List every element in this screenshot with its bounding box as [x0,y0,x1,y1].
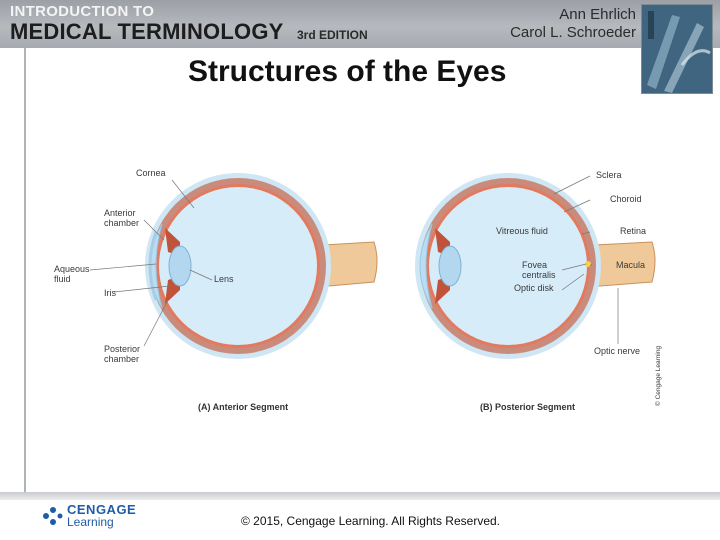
label-anterior-chamber-1: Anterior [104,208,136,218]
anterior-leaders [89,179,213,347]
label-aqueous-1: Aqueous [54,264,90,274]
cengage-logo-icon [43,507,63,525]
label-cornea: Cornea [136,168,166,178]
book-title-line2: MEDICAL TERMINOLOGY [10,19,284,44]
label-optic-disk: Optic disk [514,283,554,293]
eye-structures-diagram: Cornea Anterior chamber Aqueous fluid Ir… [54,168,662,412]
label-posterior-chamber-1: Posterior [104,344,140,354]
brand-name: CENGAGE [67,502,137,517]
author-2: Carol L. Schroeder [510,24,636,41]
brand-sub: Learning [67,515,114,529]
label-fovea-1: Fovea [522,260,547,270]
posterior-eye-illustration [415,173,656,359]
footer-band [0,492,720,500]
left-rule [24,48,26,498]
label-sclera: Sclera [596,170,622,180]
slide-title: Structures of the Eyes [188,55,507,88]
label-vitreous-fluid: Vitreous fluid [496,226,548,236]
edition-label: 3rd EDITION [297,28,368,42]
caption-posterior-segment: (B) Posterior Segment [480,402,575,412]
copyright-notice: © 2015, Cengage Learning. All Rights Res… [241,514,501,528]
label-iris: Iris [104,288,116,298]
label-lens: Lens [214,274,234,284]
label-optic-nerve: Optic nerve [594,346,640,356]
book-cover-image [641,4,713,94]
label-fovea-2: centralis [522,270,556,280]
image-credit: © Cengage Learning [654,346,662,406]
book-title-line1: INTRODUCTION TO [10,3,155,20]
label-choroid: Choroid [610,194,642,204]
label-aqueous-2: fluid [54,274,71,284]
book-header: INTRODUCTION TO MEDICAL TERMINOLOGY 3rd … [0,0,720,48]
label-retina: Retina [620,226,646,236]
label-anterior-chamber-2: chamber [104,218,139,228]
caption-anterior-segment: (A) Anterior Segment [198,402,288,412]
author-1: Ann Ehrlich [559,6,636,23]
label-macula: Macula [616,260,645,270]
label-posterior-chamber-2: chamber [104,354,139,364]
anterior-eye-illustration [145,173,378,359]
posterior-leaders [553,175,619,344]
